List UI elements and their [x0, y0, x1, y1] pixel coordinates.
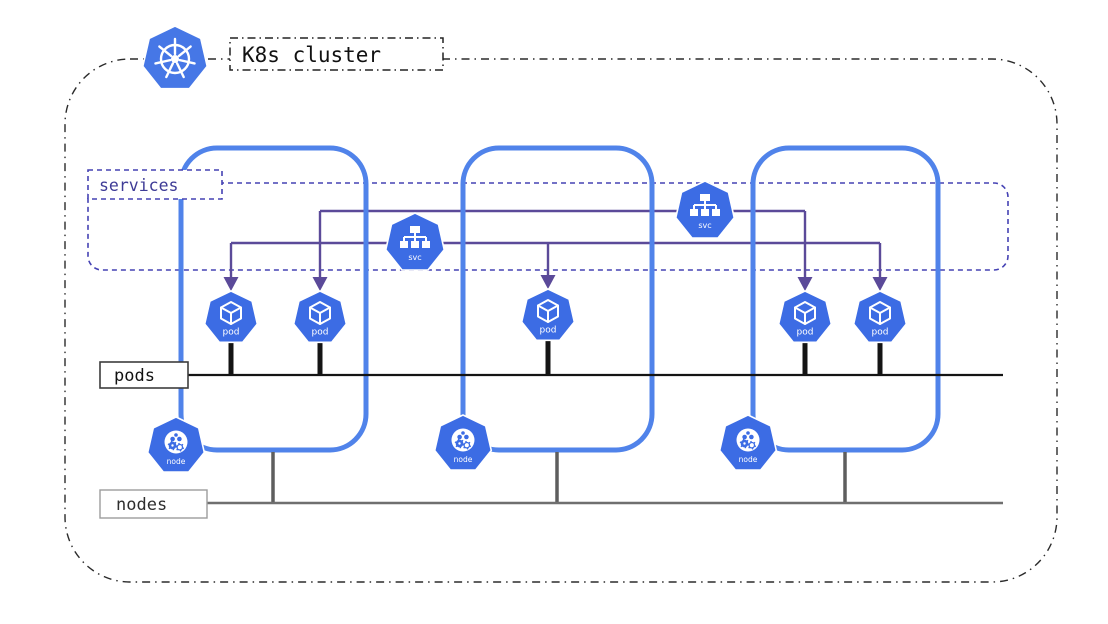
pod-icon: pod: [852, 290, 908, 344]
icon-label: pod: [540, 326, 557, 336]
arrow-down-icon: [312, 277, 328, 291]
services-label-box: [87, 169, 223, 200]
node-icon: node: [146, 416, 206, 473]
services-label: services: [99, 176, 178, 195]
pod-icon: pod: [520, 288, 576, 342]
cluster-boundary: [64, 58, 1058, 583]
node-2-boundary: [460, 145, 655, 453]
arrow-down-icon: [797, 277, 813, 291]
service-icon: svc: [674, 180, 736, 239]
arrow-down-icon: [872, 277, 888, 291]
icon-label: pod: [797, 328, 814, 338]
node-1-boundary: [178, 145, 369, 453]
node-icon: node: [433, 414, 493, 471]
icon-label: node: [739, 455, 758, 464]
service-icon: svc: [384, 212, 446, 271]
icon-label: svc: [408, 253, 421, 262]
icon-label: pod: [223, 328, 240, 338]
icon-label: pod: [872, 328, 889, 338]
arrow-down-icon: [540, 275, 556, 289]
node-icon: node: [718, 414, 778, 471]
pod-icon: pod: [203, 290, 259, 344]
cluster-title-box: [229, 37, 444, 71]
icon-label: svc: [698, 221, 711, 230]
icon-label: pod: [312, 328, 329, 338]
cluster-title: K8s cluster: [242, 43, 381, 67]
icon-label: node: [167, 457, 186, 466]
pod-icon: pod: [292, 290, 348, 344]
arrow-down-icon: [223, 277, 239, 291]
nodes-label: nodes: [116, 495, 167, 515]
pods-label-box: [99, 361, 189, 389]
service-1-connections: [223, 241, 888, 291]
node-3-boundary: [750, 145, 941, 453]
kubernetes-logo-icon: [141, 25, 209, 90]
pods-label: pods: [114, 366, 155, 386]
pod-icon: pod: [777, 290, 833, 344]
icon-label: node: [454, 455, 473, 464]
nodes-label-box: [99, 489, 208, 519]
